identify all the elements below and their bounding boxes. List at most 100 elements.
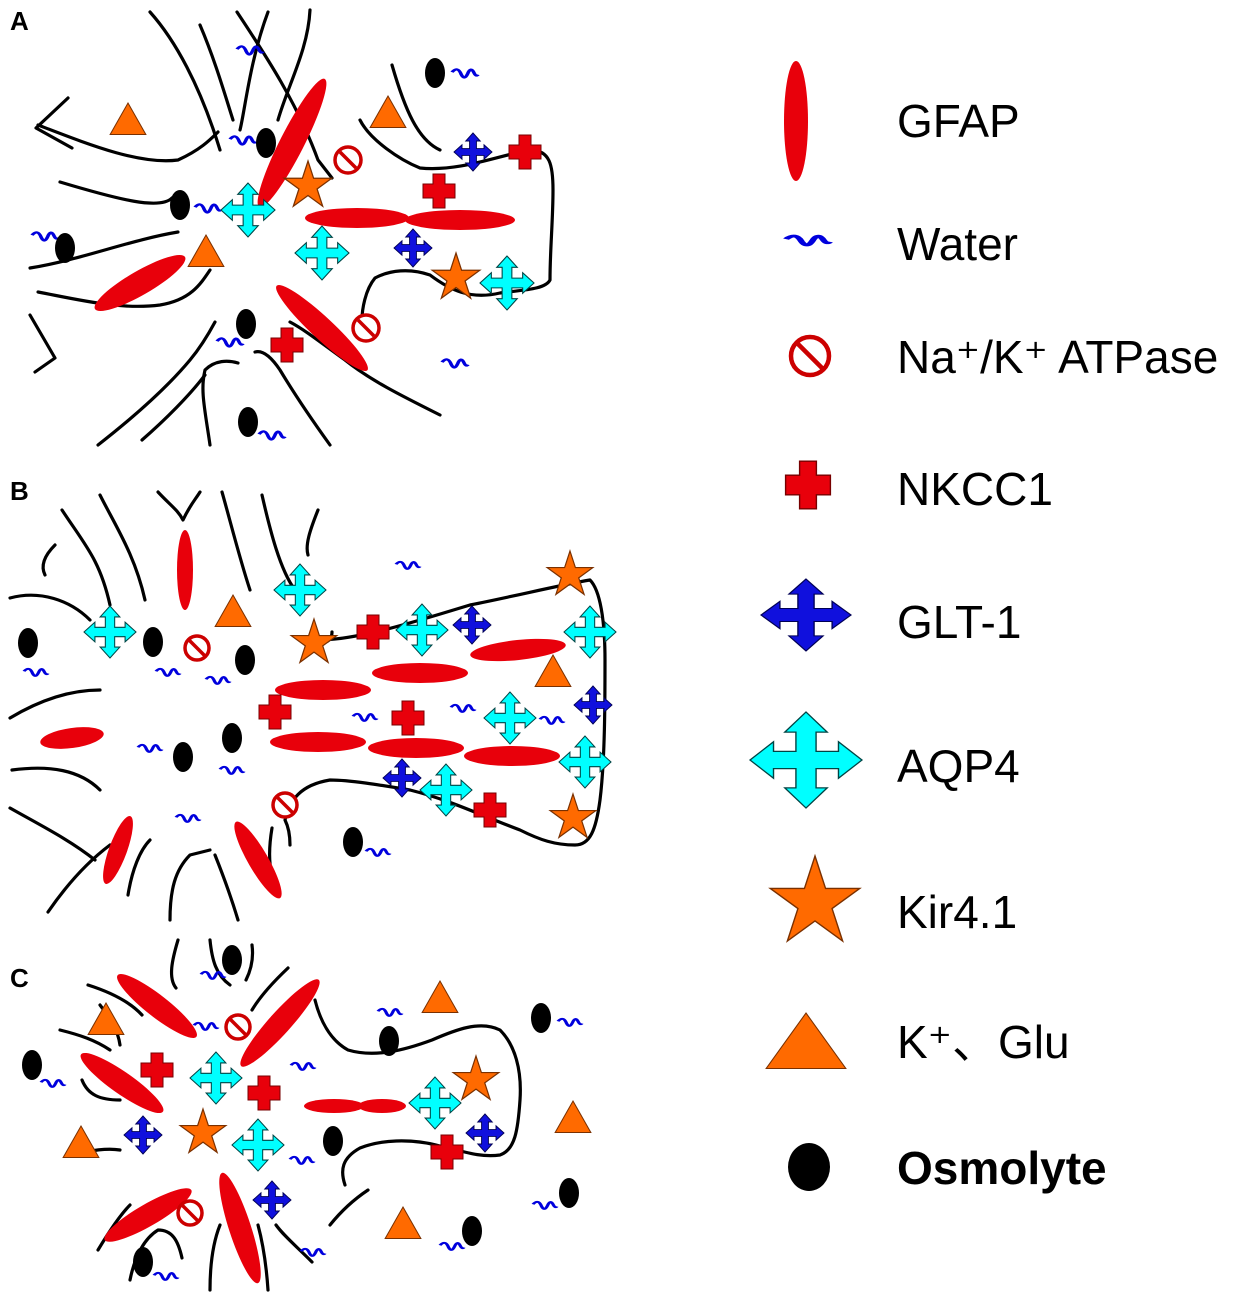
water-icon: [220, 767, 244, 774]
k-glu-icon: [370, 96, 406, 127]
gfap-icon: [103, 816, 133, 884]
legend-label-kir41: Kir4.1: [897, 886, 1017, 938]
osmolyte-icon: [222, 723, 242, 753]
nkcc1-icon: [430, 1134, 464, 1170]
gfap-icon: [219, 1172, 261, 1284]
aqp4-icon: [232, 1119, 284, 1171]
legend-label-aqp4: AQP4: [897, 740, 1020, 792]
black-ellipse-icon: [788, 1143, 830, 1191]
legend-label-water: Water: [897, 218, 1018, 270]
water-icon: [533, 1202, 557, 1209]
legend-item-gfap: GFAP: [784, 61, 1020, 181]
kir41-icon: [453, 1056, 499, 1099]
k-glu-icon: [88, 1003, 124, 1034]
water-icon: [291, 1063, 315, 1070]
osmolyte-icon: [323, 1126, 343, 1156]
nkcc1-icon: [140, 1052, 174, 1088]
aqp4-icon: [396, 604, 448, 656]
k-glu-icon: [535, 655, 571, 686]
water-icon: [540, 717, 564, 724]
gfap-icon: [405, 210, 515, 230]
panel-a-symbols: [32, 46, 541, 439]
osmolyte-icon: [22, 1050, 42, 1080]
water-icon: [442, 359, 468, 367]
osmolyte-icon: [256, 128, 276, 158]
water-icon: [237, 46, 263, 54]
legend-label-nkcc1: NKCC1: [897, 463, 1053, 515]
osmolyte-icon: [236, 309, 256, 339]
legend-label-atpase: Na⁺/K⁺ ATPase: [897, 331, 1218, 383]
k-glu-icon: [63, 1126, 99, 1157]
atpase-icon: [333, 145, 363, 175]
water-icon: [195, 204, 221, 212]
cyan-four-arrow-icon: [750, 712, 862, 808]
osmolyte-icon: [559, 1178, 579, 1208]
glt1-icon: [253, 1181, 291, 1219]
panel-c-symbols: [22, 945, 591, 1287]
water-icon: [396, 562, 420, 569]
water-icon: [154, 1273, 178, 1280]
red-cross-icon: [784, 460, 832, 510]
water-icon: [217, 338, 243, 346]
red-ellipse-icon: [784, 61, 808, 181]
osmolyte-icon: [235, 645, 255, 675]
blue-wave-icon: [786, 236, 830, 245]
nkcc1-icon: [391, 700, 425, 736]
aqp4-icon: [480, 256, 534, 310]
legend-label-gfap: GFAP: [897, 95, 1020, 147]
panel-a-outline: [28, 8, 555, 447]
water-icon: [452, 69, 478, 77]
osmolyte-icon: [425, 58, 445, 88]
gfap-icon: [276, 284, 368, 372]
osmolyte-icon: [55, 233, 75, 263]
gfap-icon: [104, 1188, 192, 1242]
gfap-icon: [372, 663, 468, 683]
glt1-icon: [124, 1116, 162, 1154]
gfap-icon: [234, 821, 282, 899]
orange-star-icon: [770, 856, 859, 941]
water-icon: [138, 745, 162, 752]
water-icon: [230, 136, 256, 144]
gfap-icon: [464, 746, 560, 766]
gfap-icon: [358, 1099, 406, 1113]
k-glu-icon: [188, 235, 224, 266]
osmolyte-icon: [343, 827, 363, 857]
aqp4-icon: [409, 1077, 461, 1129]
legend-item-glt1: GLT-1: [761, 579, 1021, 651]
water-icon: [366, 849, 390, 856]
kir41-icon: [550, 794, 596, 837]
nkcc1-icon: [258, 694, 292, 730]
nkcc1-icon: [356, 614, 390, 650]
atpase-icon: [351, 313, 381, 343]
water-icon: [176, 815, 200, 822]
water-icon: [378, 1009, 402, 1016]
water-icon: [259, 431, 285, 439]
blue-four-arrow-icon: [761, 579, 851, 651]
aqp4-icon: [84, 606, 136, 658]
legend-item-kglu: K⁺、Glu: [766, 1013, 1070, 1069]
gfap-icon: [177, 530, 193, 610]
nkcc1-icon: [422, 173, 456, 209]
legend-label-glt1: GLT-1: [897, 596, 1021, 648]
gfap-icon: [304, 1099, 364, 1113]
osmolyte-icon: [238, 407, 258, 437]
k-glu-icon: [555, 1101, 591, 1132]
k-glu-icon: [215, 595, 251, 626]
k-glu-icon: [110, 103, 146, 134]
legend-label-kglu: K⁺、Glu: [897, 1016, 1070, 1068]
glt1-icon: [466, 1114, 504, 1152]
gfap-icon: [240, 979, 320, 1067]
nkcc1-icon: [270, 327, 304, 363]
gfap-icon: [257, 78, 327, 208]
glt1-icon: [453, 606, 491, 644]
osmolyte-icon: [462, 1216, 482, 1246]
osmolyte-icon: [18, 628, 38, 658]
legend-item-water: Water: [786, 218, 1018, 270]
gfap-icon: [40, 727, 104, 749]
aqp4-icon: [190, 1052, 242, 1104]
atpase-icon: [271, 791, 299, 819]
legend-item-osmolyte: Osmolyte: [788, 1142, 1107, 1194]
gfap-icon: [80, 1052, 164, 1114]
gfap-icon: [94, 255, 186, 311]
